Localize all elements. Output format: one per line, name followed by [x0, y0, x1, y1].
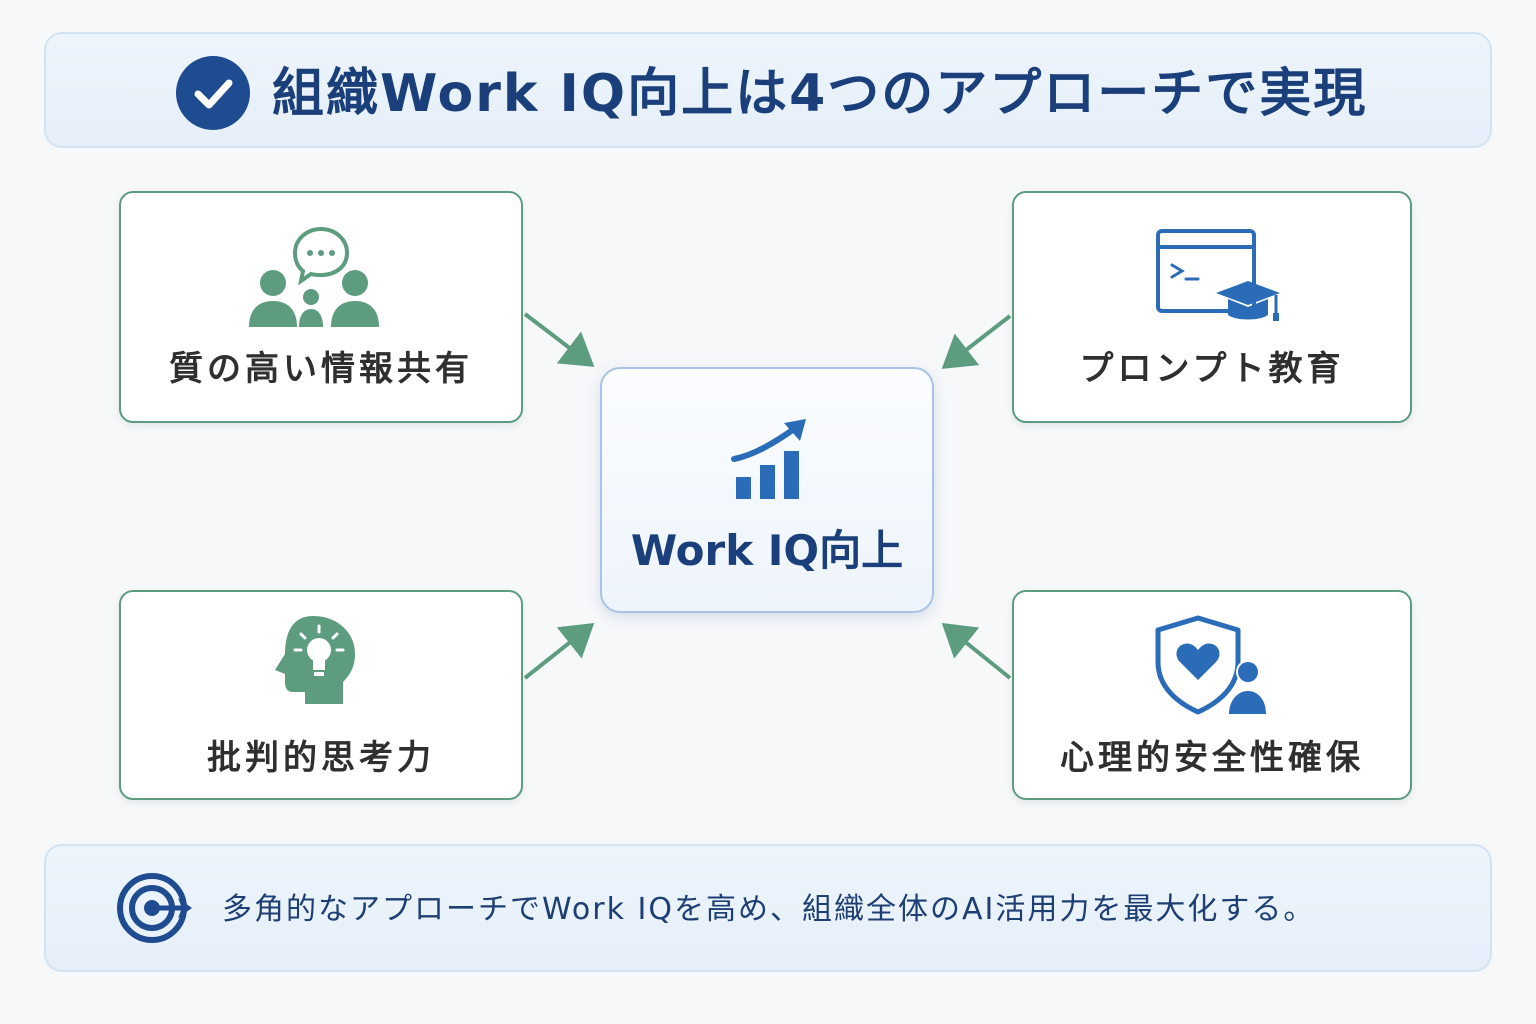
- terminal-graduation-icon: [1154, 227, 1284, 327]
- footer-banner: [44, 844, 1492, 972]
- approach-card-prompt-education: プロンプト教育: [1012, 191, 1412, 423]
- footer-summary: 多角的なアプローチでWork IQを高め、組織全体のAI活用力を最大化する。: [222, 892, 1316, 927]
- header-banner: [44, 32, 1492, 148]
- arrow-bottom-right: [941, 622, 1012, 680]
- center-goal-label: Work IQ向上: [630, 526, 904, 575]
- arrow-top-right: [941, 314, 1012, 369]
- approach-card-critical-thinking: 批判的思考力: [119, 590, 523, 800]
- approach-label: プロンプト教育: [1079, 349, 1345, 389]
- page-title: 組織Work IQ向上は4つのアプローチで実現: [272, 64, 1368, 124]
- approach-card-psychological-safety: 心理的安全性確保: [1012, 590, 1412, 800]
- shield-heart-person-icon: [1154, 614, 1270, 716]
- target-icon: [116, 872, 196, 948]
- head-lightbulb-icon: [267, 612, 363, 708]
- arrow-bottom-left: [523, 623, 595, 680]
- arrow-top-left: [523, 312, 595, 367]
- approach-label: 質の高い情報共有: [169, 349, 473, 389]
- people-chat-icon: [247, 225, 387, 329]
- center-goal-box: Work IQ向上: [600, 367, 934, 613]
- approach-label: 心理的安全性確保: [1060, 738, 1364, 778]
- check-circle-icon: [176, 56, 250, 130]
- approach-card-information-sharing: 質の高い情報共有: [119, 191, 523, 423]
- growth-chart-icon: [730, 417, 810, 501]
- approach-label: 批判的思考力: [207, 738, 435, 778]
